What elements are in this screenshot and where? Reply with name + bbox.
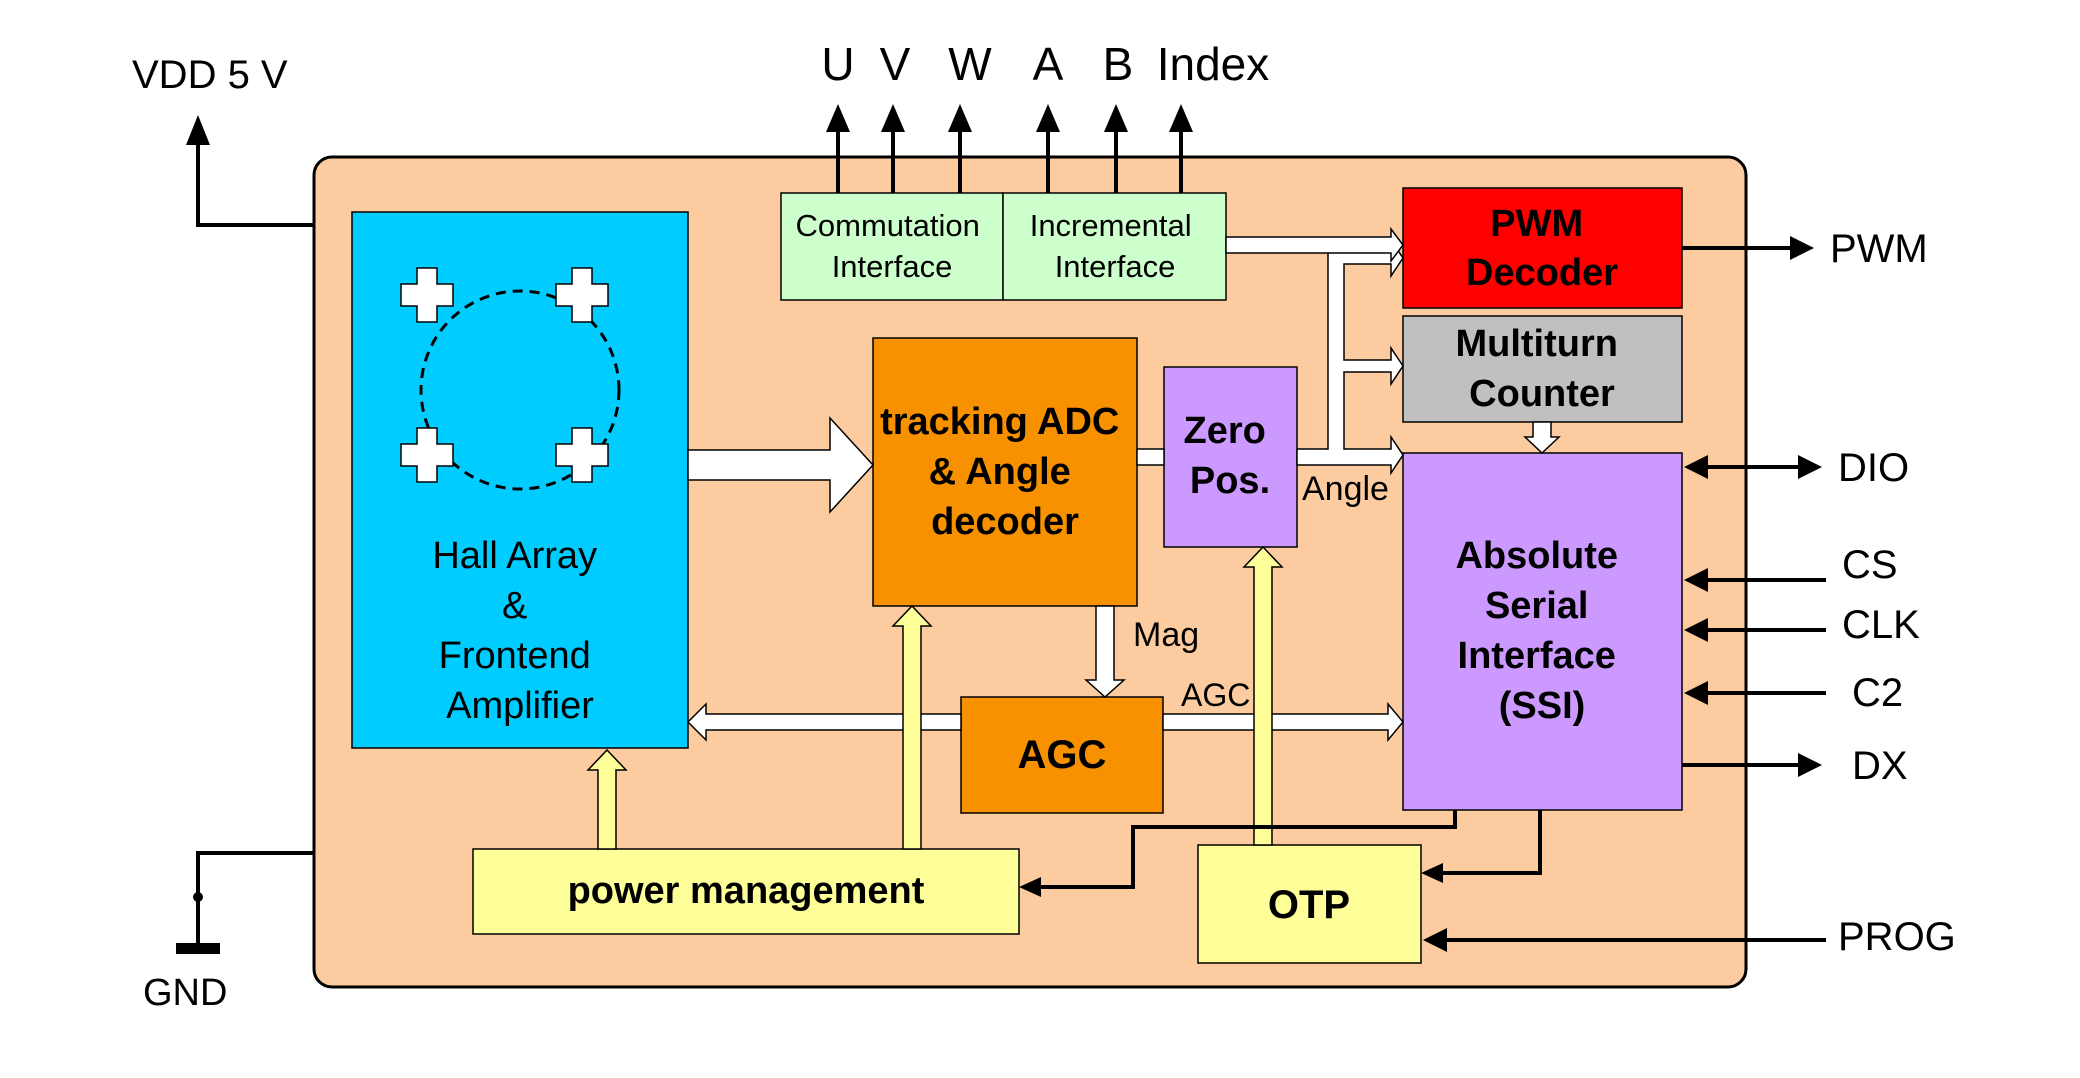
vdd-connection: VDD 5 V xyxy=(132,53,314,227)
pin-label-prog: PROG xyxy=(1838,915,1956,959)
power-management-block: power management xyxy=(472,848,1020,935)
pin-label-clk: CLK xyxy=(1842,603,1920,647)
top-output-labels: U V W A B Index xyxy=(821,38,1269,90)
output-label-index: Index xyxy=(1157,38,1270,90)
svg-text:Multiturn Counter: Multiturn Counter xyxy=(1455,323,1628,415)
gnd-connection: GND xyxy=(143,851,314,1014)
power-to-adc-arrow xyxy=(891,604,933,850)
pin-label-cs: CS xyxy=(1842,543,1898,587)
agc-block: AGC xyxy=(960,696,1164,814)
angle-signal-label: Angle xyxy=(1302,470,1389,508)
svg-text:Zero Pos.: Zero Pos. xyxy=(1184,410,1277,502)
otp-to-zero-arrow xyxy=(1242,545,1284,846)
multiturn-counter-block: Multiturn Counter xyxy=(1402,315,1683,423)
agc-to-ssi-arrow xyxy=(1162,701,1404,743)
zero-pos-block: Zero Pos. xyxy=(1163,366,1298,548)
vdd-label: VDD 5 V xyxy=(132,53,288,97)
otp-block: OTP xyxy=(1197,844,1422,964)
sensor-circle xyxy=(419,289,621,491)
output-label-u: U xyxy=(821,38,854,90)
output-label-w: W xyxy=(948,38,992,90)
pin-label-dio: DIO xyxy=(1838,446,1909,490)
incremental-to-pwm-arrow xyxy=(1225,226,1404,264)
tracking-adc-block: tracking ADC & Angle decoder xyxy=(872,337,1138,607)
pin-label-c2: C2 xyxy=(1852,671,1903,715)
right-pin-lines xyxy=(1436,246,1826,942)
svg-text:tracking ADC & Angle: tracking ADC & Angle decoder xyxy=(880,401,1130,543)
commutation-interface-block: Commutation Interface xyxy=(780,192,1004,301)
adc-to-zero-arrow xyxy=(1136,448,1165,466)
top-output-arrowheads xyxy=(826,104,1193,132)
incremental-interface-block: Incremental Interface xyxy=(1002,192,1227,301)
pwm-decoder-block: PWM Decoder xyxy=(1402,187,1683,309)
svg-text:Absolute Serial In: Absolute Serial Interface (SSI) xyxy=(1455,535,1628,727)
svg-text:AGC: AGC xyxy=(1018,733,1107,777)
ssi-block: Absolute Serial Interface (SSI) xyxy=(1402,452,1683,811)
output-label-v: V xyxy=(880,38,911,90)
svg-text:Commutation Interface: Commutation Interface xyxy=(796,208,989,284)
svg-text:Incremental Interface: Incremental Interface xyxy=(1030,208,1201,284)
multiturn-to-ssi-arrow xyxy=(1523,421,1561,455)
top-output-arrows xyxy=(836,120,1183,193)
output-label-a: A xyxy=(1033,38,1064,90)
hall-to-adc-arrow xyxy=(687,416,875,514)
ssi-to-otp-line xyxy=(1436,810,1542,875)
hollow-arrows xyxy=(686,226,1561,743)
ssi-to-power-line xyxy=(1034,810,1457,889)
hall-sensor-elements xyxy=(400,267,609,483)
svg-text:PWM Decoder: PWM Decoder xyxy=(1466,203,1618,294)
right-pin-labels: PWM DIO CS CLK C2 DX PROG xyxy=(1830,227,1956,959)
ssi-control-arrowheads xyxy=(1019,863,1443,897)
ssi-control-lines xyxy=(1034,810,1542,889)
pin-label-dx: DX xyxy=(1852,744,1908,788)
svg-text:power management: power management xyxy=(568,870,925,912)
hall-label: Hall Array & Frontend Amplifier xyxy=(432,535,607,727)
pin-label-pwm: PWM xyxy=(1830,227,1928,271)
svg-text:OTP: OTP xyxy=(1268,883,1350,927)
right-pin-arrowheads xyxy=(1423,236,1822,952)
yellow-arrows xyxy=(586,545,1284,850)
gnd-label: GND xyxy=(143,972,227,1014)
hall-array-block: Hall Array & Frontend Amplifier xyxy=(351,211,689,749)
power-to-hall-arrow xyxy=(586,748,628,850)
output-label-b: B xyxy=(1103,38,1134,90)
mag-arrow xyxy=(1084,605,1126,699)
agc-signal-label: AGC xyxy=(1181,677,1250,713)
mag-signal-label: Mag xyxy=(1133,616,1199,654)
